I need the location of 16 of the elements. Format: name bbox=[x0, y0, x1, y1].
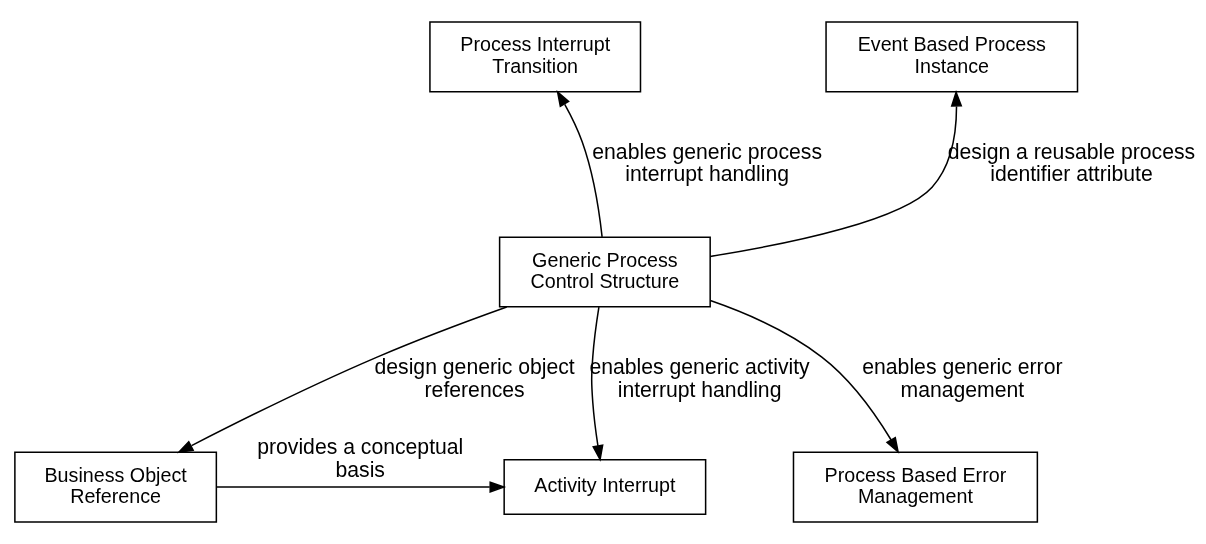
node-box: Activity Interrupt bbox=[503, 459, 707, 516]
edge-label: enables generic process interrupt handling bbox=[592, 139, 822, 186]
node-box: Process Based Error Management bbox=[792, 451, 1039, 523]
edge-label: enables generic error management bbox=[862, 354, 1063, 401]
arrow bbox=[590, 306, 604, 462]
arrow bbox=[176, 306, 508, 454]
edge-label: design generic object references bbox=[374, 354, 575, 401]
arrow bbox=[556, 90, 603, 238]
edge-label: provides a conceptual basis bbox=[257, 435, 464, 481]
node-box: Business Object Reference bbox=[14, 451, 218, 523]
arrow bbox=[709, 299, 900, 454]
node-box: Process Interrupt Transition bbox=[429, 21, 642, 93]
arrow bbox=[215, 481, 507, 493]
node-box: Event Based Process Instance bbox=[825, 21, 1079, 93]
arrow bbox=[709, 90, 963, 258]
node-box: Generic Process Control Structure bbox=[498, 236, 711, 308]
